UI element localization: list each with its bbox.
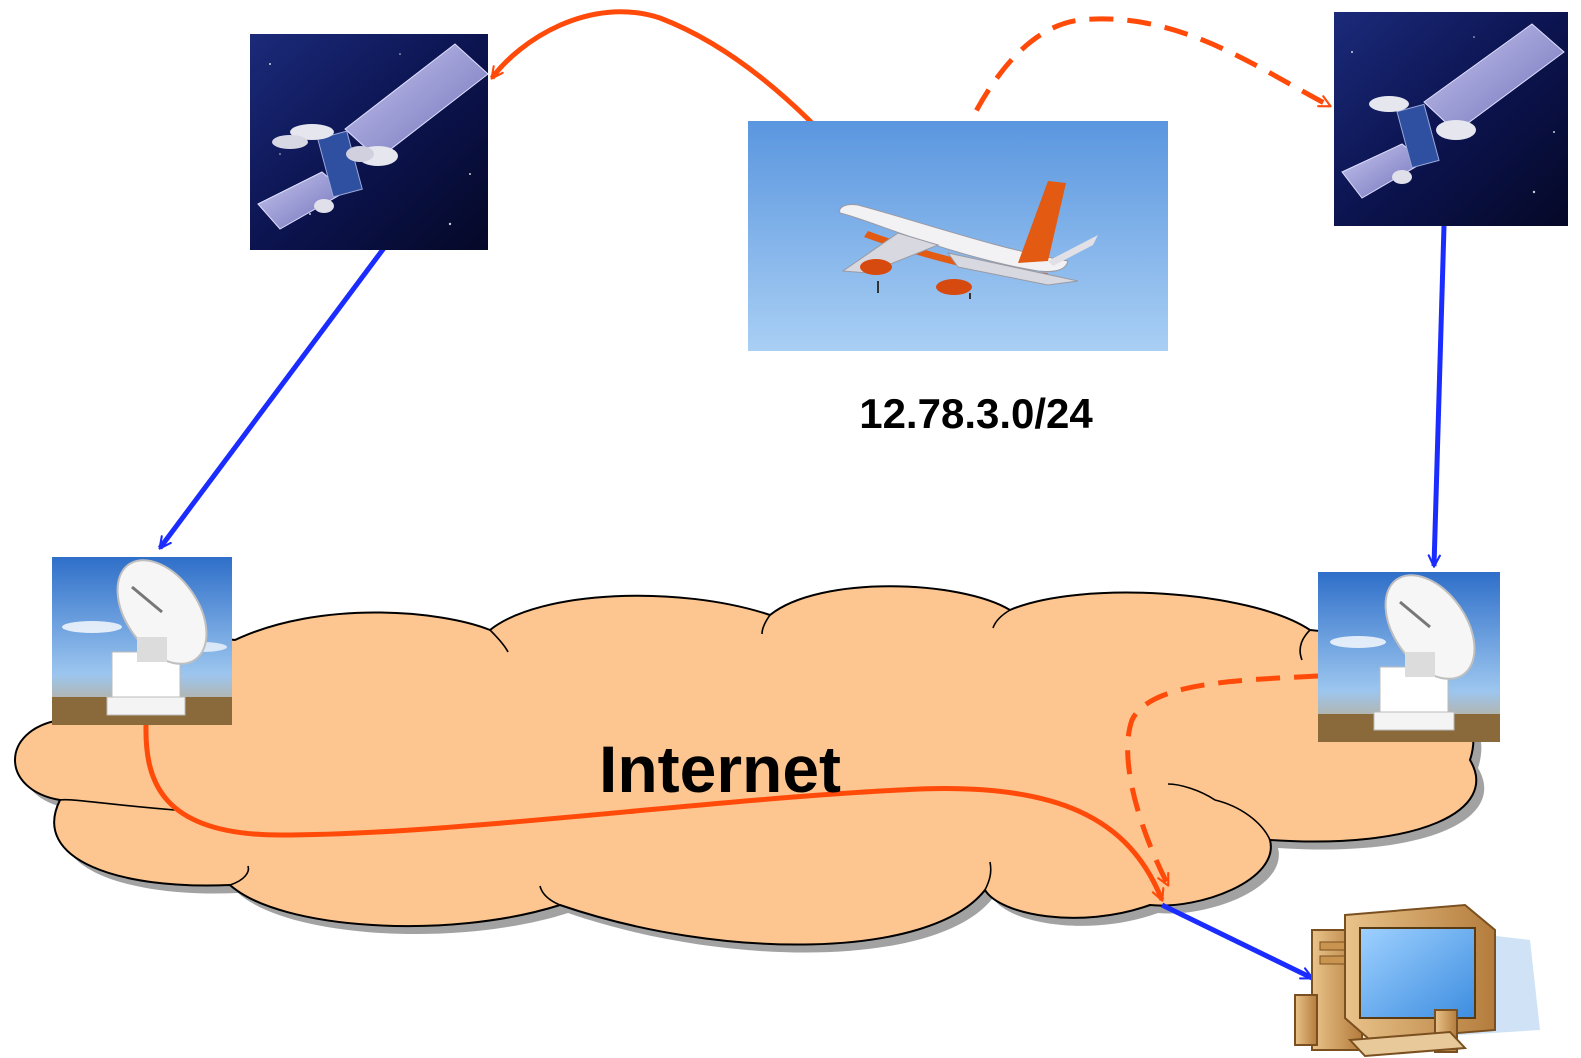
link-right-dish-to-exit: [1125, 673, 1319, 887]
satellite-dish-icon: [1373, 574, 1476, 731]
satellite-left: [250, 34, 489, 250]
link-exit-to-host: [1160, 902, 1314, 981]
satellite-icon: [257, 43, 489, 230]
ground-station-right: [1318, 572, 1500, 742]
airplane-icon: [839, 181, 1098, 299]
ground-station-left: [52, 557, 232, 725]
internet-label: Internet: [599, 732, 841, 806]
satellite-right: [1334, 12, 1568, 226]
link-left-satellite-to-left-dish: [157, 246, 387, 550]
cloud-inner-lines: [59, 609, 1311, 906]
satellite-icon: [1341, 23, 1565, 199]
host-computer: [1294, 903, 1540, 1058]
internet-cloud: [14, 585, 1485, 953]
link-left-dish-to-exit: [143, 724, 1165, 902]
prefix-label: 12.78.3.0/24: [859, 390, 1093, 437]
satellite-dish-icon: [106, 559, 208, 716]
airplane-photo: [748, 121, 1168, 351]
link-right-satellite-to-right-dish: [1427, 225, 1447, 568]
desktop-computer-icon: [1294, 903, 1540, 1058]
